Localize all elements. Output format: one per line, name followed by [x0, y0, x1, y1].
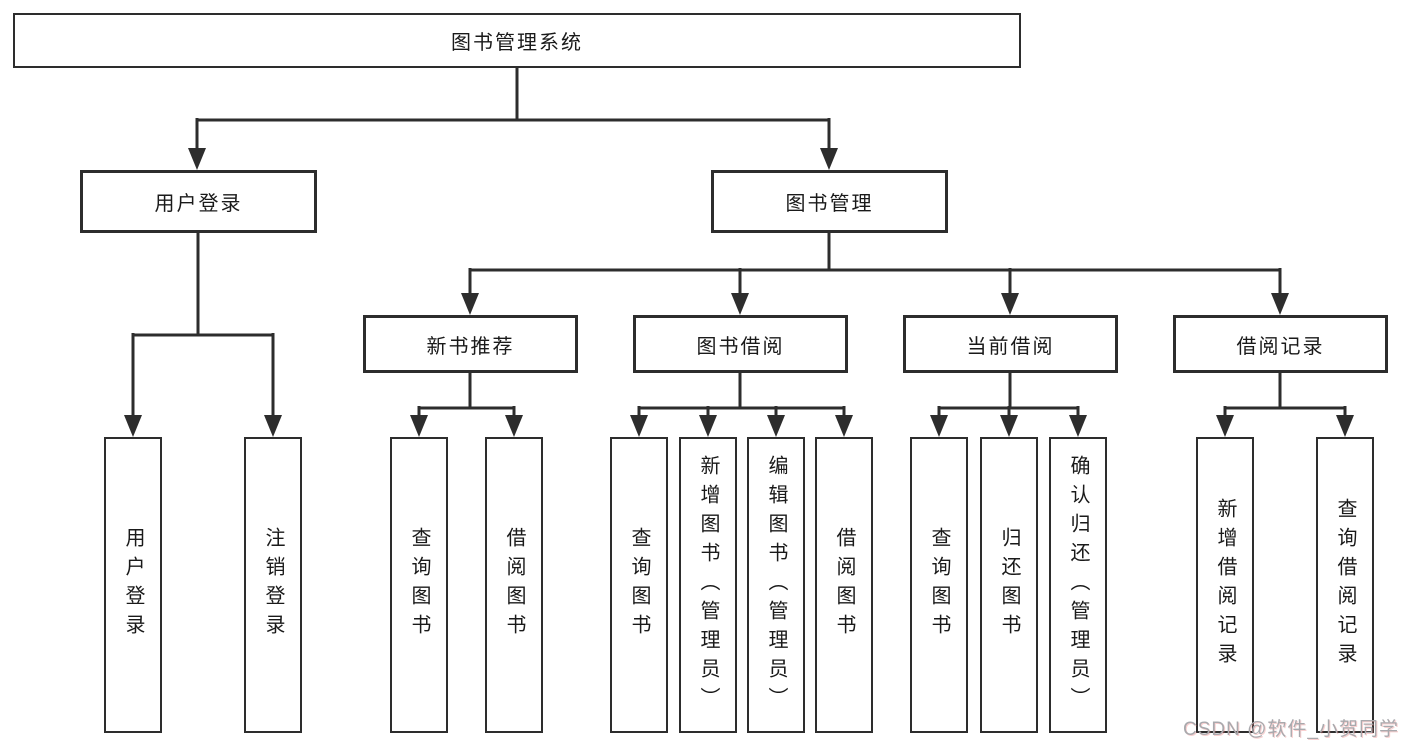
leaf-label: 新增借阅记录 [1214, 498, 1236, 672]
leaf-label: 注销登录 [262, 527, 284, 643]
arrowhead-icons [124, 148, 1354, 437]
leaf-cb-confirm-return-admin: 确认归还（管理员） [1049, 437, 1107, 733]
leaf-label: 查询图书 [928, 527, 950, 643]
leaf-label: 确认归还（管理员） [1067, 454, 1089, 716]
leaf-label: 查询图书 [408, 527, 430, 643]
leaf-label: 归还图书 [998, 527, 1020, 643]
node-label: 用户登录 [154, 193, 243, 215]
node-label: 新书推荐 [426, 335, 515, 358]
leaf-nbr-borrow-books: 借阅图书 [485, 437, 543, 733]
leaf-bb-add-books-admin: 新增图书（管理员） [679, 437, 737, 733]
node-library-system: 图书管理系统 [13, 13, 1021, 68]
node-book-management: 图书管理 [711, 170, 948, 233]
leaf-label: 编辑图书（管理员） [765, 454, 787, 716]
node-label: 图书借阅 [696, 335, 785, 358]
leaf-label: 查询图书 [628, 527, 650, 643]
node-book-borrowing: 图书借阅 [633, 315, 848, 373]
leaf-user-login: 用户登录 [104, 437, 162, 733]
node-user-login: 用户登录 [80, 170, 317, 233]
csdn-watermark: CSDN @软件_小贺同学 [1183, 719, 1399, 740]
leaf-logout: 注销登录 [244, 437, 302, 733]
leaf-label: 新增图书（管理员） [697, 454, 719, 716]
node-current-borrowing: 当前借阅 [903, 315, 1118, 373]
leaf-bb-query-books: 查询图书 [610, 437, 668, 733]
node-borrow-records: 借阅记录 [1173, 315, 1388, 373]
leaf-cb-return-books: 归还图书 [980, 437, 1038, 733]
leaf-br-query-record: 查询借阅记录 [1316, 437, 1374, 733]
leaf-bb-borrow-books: 借阅图书 [815, 437, 873, 733]
node-label: 借阅记录 [1236, 335, 1325, 358]
node-new-book-recommendation: 新书推荐 [363, 315, 578, 373]
leaf-cb-query-books: 查询图书 [910, 437, 968, 733]
leaf-bb-edit-books-admin: 编辑图书（管理员） [747, 437, 805, 733]
leaf-nbr-query-books: 查询图书 [390, 437, 448, 733]
leaf-br-add-record: 新增借阅记录 [1196, 437, 1254, 733]
node-label: 图书管理 [785, 193, 874, 215]
leaf-label: 用户登录 [122, 527, 144, 643]
leaf-label: 借阅图书 [833, 527, 855, 643]
leaf-label: 借阅图书 [503, 527, 525, 643]
node-label: 当前借阅 [966, 335, 1055, 358]
leaf-label: 查询借阅记录 [1334, 498, 1356, 672]
node-label: 图书管理系统 [451, 32, 583, 54]
